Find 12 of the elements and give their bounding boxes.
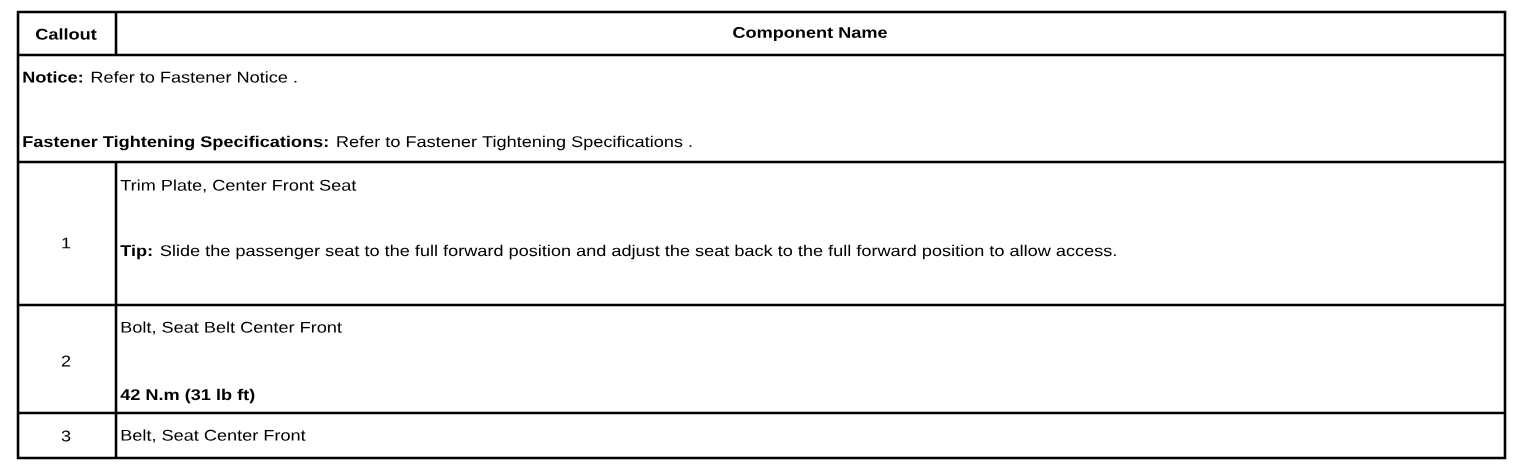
torque-value: 42 N.m (31 lb ft) — [120, 388, 255, 404]
tip-text: Tip: Slide the passenger seat to the full forward position and adjust the seat back to the full forward position to allow access. — [120, 244, 1116, 260]
callout-number: 3 — [61, 430, 71, 442]
callout-number: 1 — [62, 237, 71, 249]
notice-text: Fastener Tightening Specifications: Refer to Fastener Tightening Specifications . — [23, 135, 692, 151]
column-header: Callout — [36, 28, 97, 40]
component-name: Belt, Seat Center Front — [121, 429, 306, 443]
component-name: Trim Plate, Center Front Seat — [120, 179, 357, 193]
callout-number: 2 — [61, 355, 71, 367]
notice-text: Notice: Refer to Fastener Notice . — [23, 71, 297, 83]
column-header: Component Name — [733, 27, 887, 41]
component-name: Bolt, Seat Belt Center Front — [121, 321, 342, 335]
